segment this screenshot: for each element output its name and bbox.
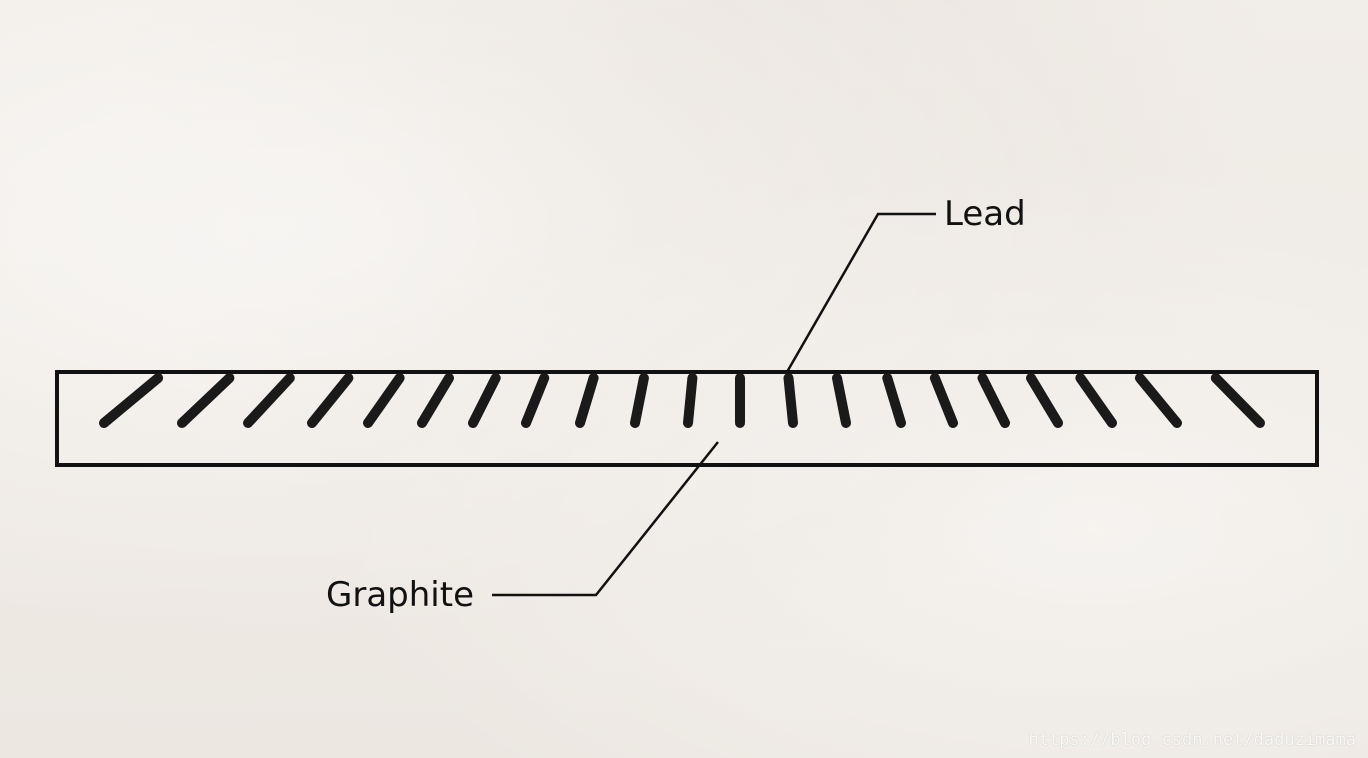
graphite-stroke bbox=[630, 373, 649, 428]
graphite-stroke bbox=[307, 373, 354, 428]
graphite-stroke bbox=[243, 373, 295, 428]
graphite-stroke bbox=[468, 373, 501, 428]
graphite-stroke bbox=[1026, 373, 1063, 428]
watermark-url: https://blog.csdn.net/daduzimama bbox=[1028, 730, 1356, 750]
graphite-stroke bbox=[575, 373, 599, 428]
graphite-stroke bbox=[521, 373, 550, 428]
graphite-stroke bbox=[363, 373, 405, 428]
lead-label: Lead bbox=[944, 194, 1026, 234]
graphite-stroke bbox=[832, 373, 851, 428]
graphite-stroke bbox=[1134, 373, 1182, 428]
graphite-stroke bbox=[929, 373, 958, 428]
graphite-stroke bbox=[1075, 373, 1117, 428]
graphite-stroke bbox=[783, 373, 798, 428]
graphite-stroke bbox=[99, 373, 164, 428]
graphite-stroke bbox=[417, 373, 454, 428]
graphite-stroke bbox=[1210, 373, 1265, 428]
graphite-stroke bbox=[177, 373, 235, 428]
graphite-label: Graphite bbox=[326, 575, 474, 615]
pencil-outline bbox=[55, 370, 1319, 467]
graphite-stroke bbox=[683, 373, 698, 428]
graphite-leader-line bbox=[492, 441, 719, 597]
graphite-stroke bbox=[882, 373, 906, 428]
graphite-stroke bbox=[977, 373, 1010, 428]
graphite-strokes bbox=[99, 373, 1265, 428]
lead-leader-line bbox=[785, 212, 936, 373]
